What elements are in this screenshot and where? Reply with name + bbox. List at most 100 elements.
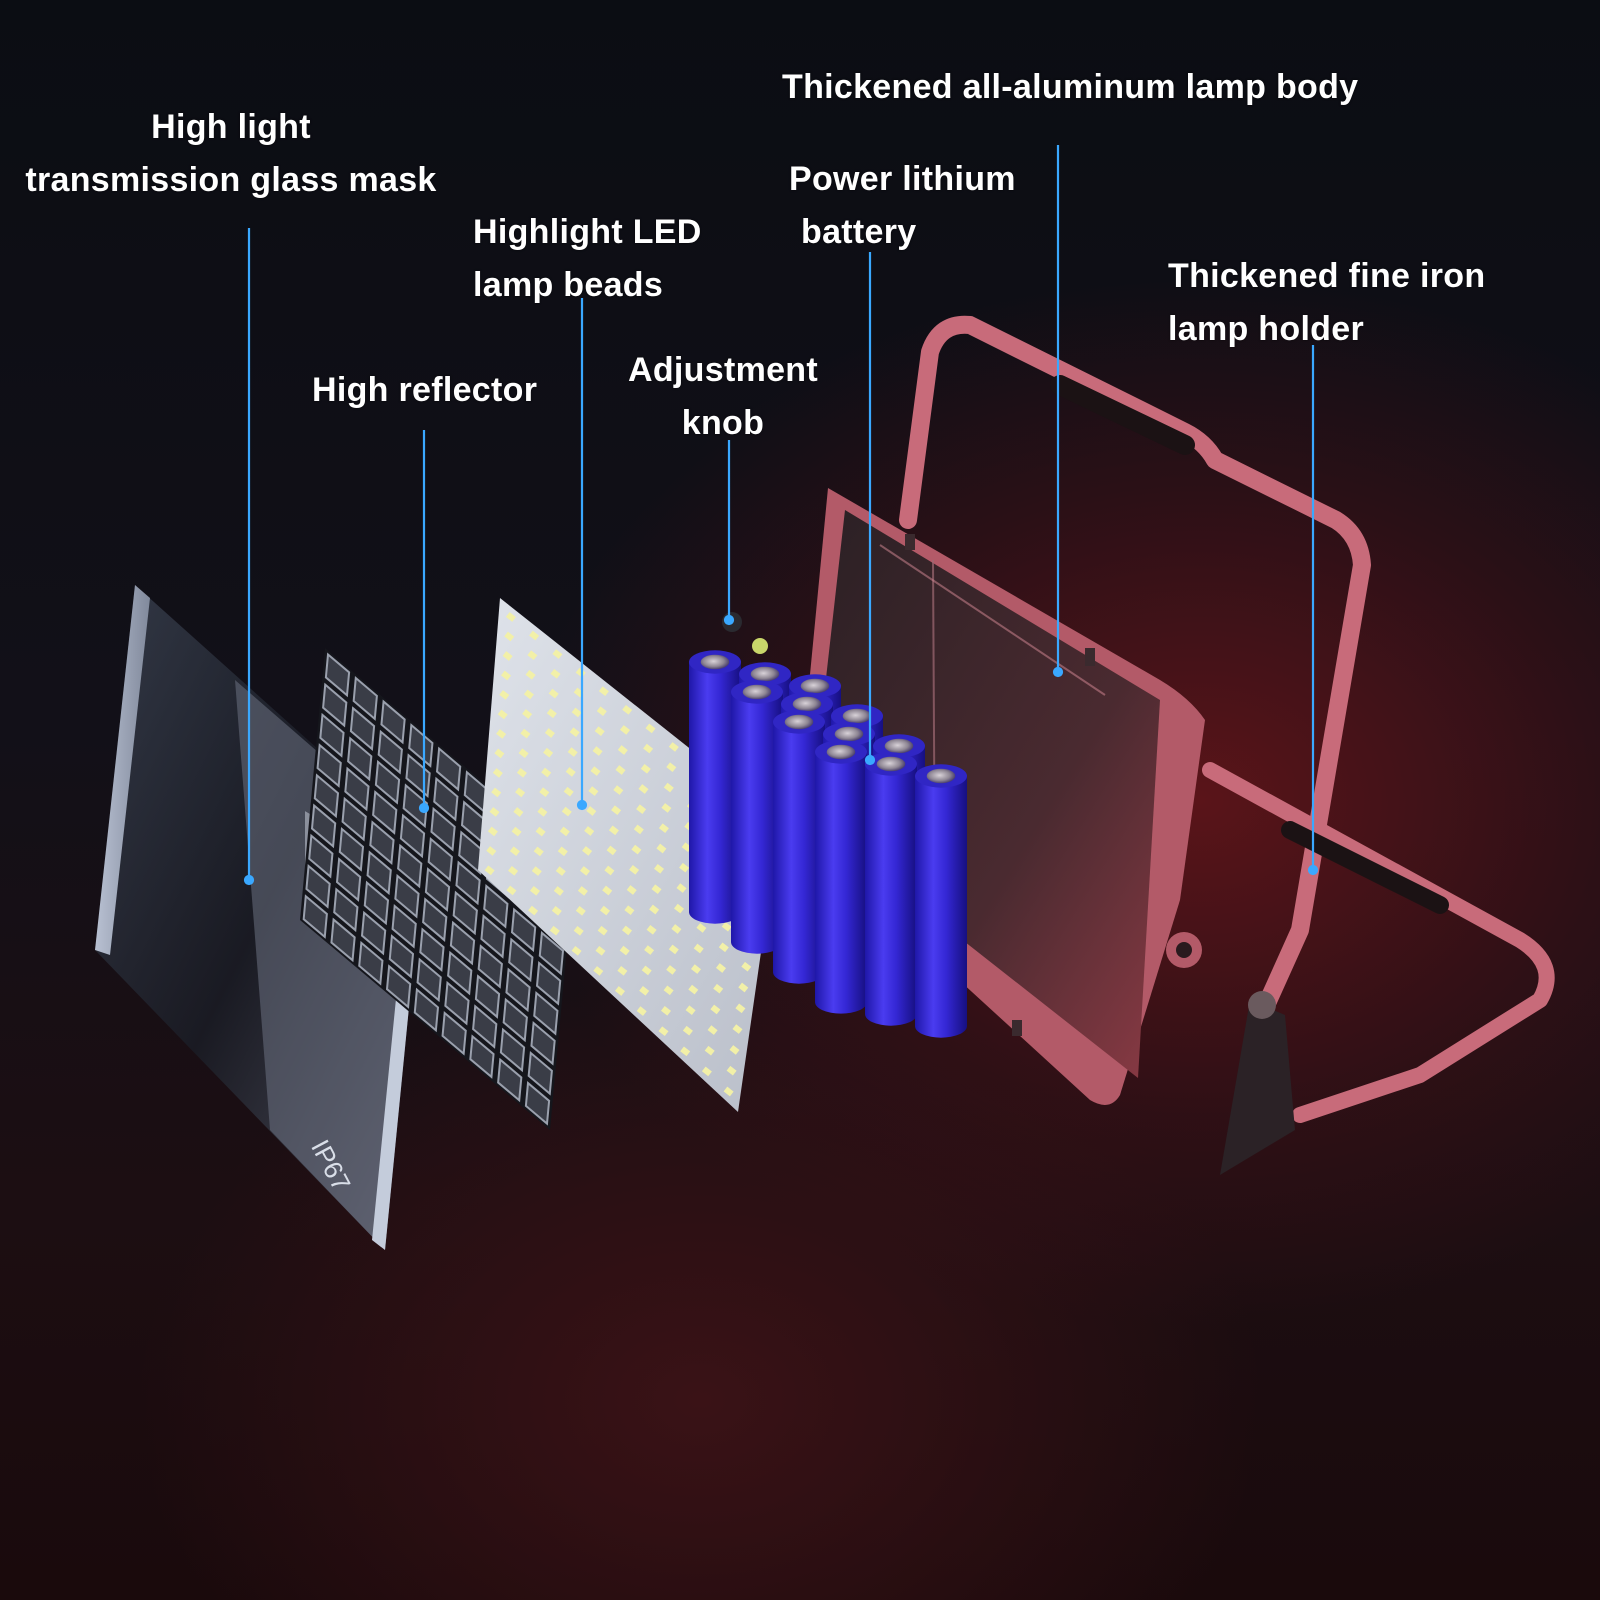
led-bead <box>575 905 586 916</box>
label-knob: Adjustment knob <box>612 344 834 450</box>
led-bead <box>584 826 595 836</box>
led-bead <box>679 862 690 873</box>
led-bead <box>533 846 544 857</box>
reflector-cell <box>477 944 503 989</box>
led-bead <box>586 806 597 816</box>
reflector-cell <box>416 957 442 1003</box>
reflector-cell <box>302 894 328 939</box>
led-bead <box>721 921 732 932</box>
reflector-cell <box>352 675 378 721</box>
led-bead <box>661 1005 671 1016</box>
reflector-cell <box>458 830 484 876</box>
led-bead <box>553 886 564 896</box>
led-bead <box>666 762 677 773</box>
led-board <box>478 598 780 1112</box>
led-bead <box>671 924 682 934</box>
led-bead <box>597 925 608 936</box>
led-bead <box>718 942 729 953</box>
led-bead <box>487 826 498 837</box>
label-knob-line1: Adjustment <box>628 351 818 389</box>
led-bead <box>658 823 669 834</box>
reflector-cell <box>385 964 412 1009</box>
led-bead <box>713 983 724 994</box>
reflector-cell <box>363 880 390 926</box>
led-bead <box>502 651 513 661</box>
led-bead <box>641 965 652 976</box>
reflector-cell <box>435 746 462 792</box>
led-bead <box>668 944 679 955</box>
led-bead <box>619 945 630 956</box>
label-knob-line2: knob <box>681 404 765 442</box>
reflector-cell <box>338 826 365 872</box>
label-led-beads-line2: lamp beads <box>473 266 664 304</box>
reflector-cell <box>377 729 403 775</box>
reflector-cell <box>469 1034 495 1079</box>
led-bead <box>613 785 624 795</box>
led-bead <box>577 886 588 896</box>
reflector-cell <box>388 934 415 979</box>
led-bead <box>544 728 555 738</box>
reflector-cell <box>499 1027 526 1073</box>
led-bead <box>546 708 557 719</box>
reflector-cell <box>335 857 362 902</box>
glass-mask: IP67 <box>95 585 425 1250</box>
reflector-cell <box>444 980 470 1026</box>
led-bead <box>513 807 524 817</box>
lamp-holder <box>899 315 1555 1175</box>
led-bead <box>651 884 662 895</box>
reflector-cell <box>455 860 481 906</box>
led-bead <box>535 826 546 837</box>
led-bead <box>691 964 701 974</box>
led-bead <box>520 728 531 739</box>
led-bead <box>527 650 538 661</box>
led-bead <box>622 925 632 936</box>
led-bead <box>559 826 570 837</box>
led-bead <box>638 784 649 794</box>
led-bead <box>491 787 502 798</box>
led-bead <box>530 885 540 896</box>
led-bead <box>661 803 672 813</box>
led-bead <box>528 905 539 916</box>
reflector-cell <box>344 766 370 812</box>
led-bead <box>646 924 657 935</box>
led-bead <box>643 743 654 754</box>
battery-cell <box>815 740 867 1014</box>
led-bead <box>543 747 554 758</box>
led-bead <box>516 767 527 778</box>
led-bead <box>596 706 607 717</box>
reflector-cell <box>305 863 331 909</box>
reflector-cell <box>483 883 509 929</box>
led-bead <box>484 865 495 876</box>
lithium-battery-pack <box>689 650 967 1038</box>
reflector-cell <box>474 974 501 1019</box>
reflector-cell <box>452 890 478 936</box>
reflector-cell <box>430 806 456 852</box>
reflector-cell <box>324 652 351 698</box>
led-bead <box>508 865 519 876</box>
reflector-cell <box>502 997 528 1043</box>
reflector-cell <box>402 783 428 829</box>
led-bead <box>732 1024 743 1034</box>
led-bead <box>600 905 610 916</box>
led-bead <box>680 1046 691 1057</box>
led-bead <box>505 612 516 622</box>
led-bead <box>569 727 580 738</box>
reflector-cell <box>505 967 531 1013</box>
led-bead <box>537 807 548 817</box>
reflector-cell <box>319 712 345 758</box>
led-bead <box>561 806 572 817</box>
reflector-cell <box>374 759 401 805</box>
reflector-cell <box>310 803 337 849</box>
led-bead <box>588 786 599 796</box>
reflector-cell <box>422 897 448 942</box>
label-glass-mask: High light transmission glass mask <box>8 101 454 207</box>
reflector-cell <box>308 833 334 879</box>
led-bead <box>563 786 574 797</box>
led-bead <box>529 630 540 641</box>
led-bead <box>685 1005 696 1016</box>
led-bead <box>598 686 609 697</box>
led-bead <box>723 1086 734 1097</box>
reflector-cell <box>508 937 534 983</box>
reflector-cell <box>360 910 387 956</box>
reflector-cell <box>530 1021 556 1066</box>
